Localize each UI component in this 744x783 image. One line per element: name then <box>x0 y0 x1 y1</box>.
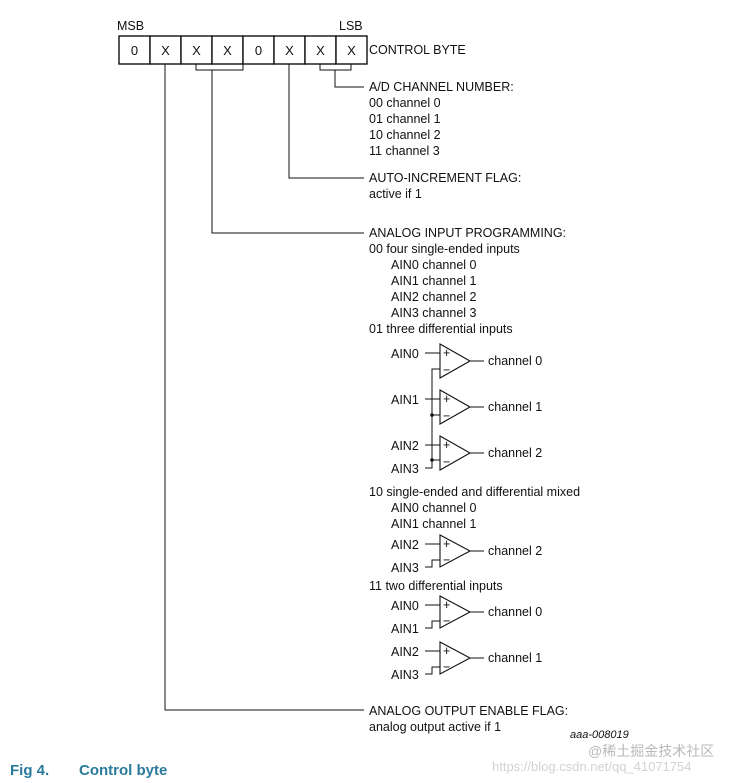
mode-01-heading: 01 three differential inputs <box>369 322 513 336</box>
mode-00-line: AIN3 channel 3 <box>391 306 477 320</box>
output-channel-label: channel 0 <box>488 354 542 368</box>
auto-increment-title: AUTO-INCREMENT FLAG: <box>369 171 521 185</box>
figure-title: Control byte <box>79 762 168 779</box>
auto-increment-section: AUTO-INCREMENT FLAG: active if 1 <box>369 171 521 201</box>
bit-values: 0 X X X 0 X X X <box>131 43 356 58</box>
bit-cell-0 <box>335 35 368 65</box>
mode-11-wires <box>425 604 484 675</box>
connector-auto-increment <box>288 64 364 179</box>
bit-cell-7 <box>118 35 151 65</box>
output-channel-label: channel 2 <box>488 544 542 558</box>
bit-3-value: 0 <box>255 43 262 58</box>
ad-channel-title: A/D CHANNEL NUMBER: <box>369 80 514 94</box>
bit-4-value: X <box>223 43 232 58</box>
minus-sign: − <box>443 614 450 628</box>
analog-input-title: ANALOG INPUT PROGRAMMING: <box>369 226 566 240</box>
mode-00-line: AIN1 channel 1 <box>391 274 477 288</box>
minus-sign: − <box>443 363 450 377</box>
mode-00-line: AIN2 channel 2 <box>391 290 477 304</box>
ain-label: AIN1 <box>391 393 419 407</box>
mode-01-wires <box>425 352 440 469</box>
op-amp-triangle <box>439 595 472 629</box>
figure-number: Fig 4. <box>10 762 50 779</box>
ad-channel-line: 00 channel 0 <box>369 96 441 110</box>
figure-reference: aaa-008019 <box>570 729 629 741</box>
figure-caption: Fig 4. Control byte <box>10 762 167 779</box>
ad-channel-line: 01 channel 1 <box>369 112 441 126</box>
bit-5-value: X <box>192 43 201 58</box>
ain-label: AIN2 <box>391 439 419 453</box>
msb-label: MSB <box>117 19 144 33</box>
mode-11-circuit: AIN0 AIN1 AIN2 AIN3 + − + − channel 0 ch… <box>391 595 542 682</box>
ain-label: AIN3 <box>391 462 419 476</box>
minus-sign: − <box>443 455 450 469</box>
mode-10-wires <box>425 543 484 568</box>
ain-label: AIN3 <box>391 668 419 682</box>
plus-sign: + <box>443 438 450 452</box>
analog-output-section: ANALOG OUTPUT ENABLE FLAG: analog output… <box>369 704 568 734</box>
control-byte-title: CONTROL BYTE <box>369 43 466 57</box>
ain-label: AIN1 <box>391 622 419 636</box>
bit-2-value: X <box>285 43 294 58</box>
mode-10-heading: 10 single-ended and differential mixed <box>369 485 580 499</box>
connector-analog-input <box>195 64 364 234</box>
op-amp-triangle <box>439 534 472 568</box>
ain-label: AIN0 <box>391 347 419 361</box>
analog-input-section: ANALOG INPUT PROGRAMMING: 00 four single… <box>369 226 580 682</box>
plus-sign: + <box>443 392 450 406</box>
mode-00-heading: 00 four single-ended inputs <box>369 242 520 256</box>
ain-label: AIN2 <box>391 538 419 552</box>
minus-sign: − <box>443 409 450 423</box>
ad-channel-line: 11 channel 3 <box>369 144 440 158</box>
wire-junction <box>430 458 434 462</box>
op-amp-triangle <box>439 641 472 675</box>
bit-cell-3 <box>242 35 275 65</box>
plus-sign: + <box>443 346 450 360</box>
mode-01-circuit: AIN0 AIN1 AIN2 AIN3 + − + − + − channel … <box>391 343 542 476</box>
ad-channel-section: A/D CHANNEL NUMBER: 00 channel 0 01 chan… <box>369 80 514 158</box>
op-amp-triangle <box>439 389 472 425</box>
output-channel-label: channel 1 <box>488 651 542 665</box>
minus-sign: − <box>443 660 450 674</box>
op-amp-outputs <box>470 360 484 454</box>
mode-10-line: AIN1 channel 1 <box>391 517 477 531</box>
op-amp-triangle <box>439 343 472 379</box>
wire-junction <box>430 413 434 417</box>
ain-label: AIN3 <box>391 561 419 575</box>
output-channel-label: channel 2 <box>488 446 542 460</box>
bit-1-value: X <box>316 43 325 58</box>
plus-sign: + <box>443 537 450 551</box>
analog-output-line: analog output active if 1 <box>369 720 501 734</box>
ain-label: AIN0 <box>391 599 419 613</box>
connector-analog-output <box>164 64 364 711</box>
bit-0-value: X <box>347 43 356 58</box>
mode-10-line: AIN0 channel 0 <box>391 501 477 515</box>
op-amp-triangle <box>439 435 472 471</box>
watermark-bottom: https://blog.csdn.net/qq_41071754 <box>492 759 692 774</box>
output-channel-label: channel 1 <box>488 400 542 414</box>
mode-11-heading: 11 two differential inputs <box>369 579 503 593</box>
minus-sign: − <box>443 553 450 567</box>
output-channel-label: channel 0 <box>488 605 542 619</box>
bit-cells <box>118 35 368 65</box>
analog-output-title: ANALOG OUTPUT ENABLE FLAG: <box>369 704 568 718</box>
bit-7-value: 0 <box>131 43 138 58</box>
bit-6-value: X <box>161 43 170 58</box>
ad-channel-line: 10 channel 2 <box>369 128 441 142</box>
watermark-top: @稀土掘金技术社区 <box>588 743 714 759</box>
connector-ad-channel <box>319 64 364 88</box>
ain-label: AIN2 <box>391 645 419 659</box>
lsb-label: LSB <box>339 19 363 33</box>
mode-00-line: AIN0 channel 0 <box>391 258 477 272</box>
plus-sign: + <box>443 598 450 612</box>
plus-sign: + <box>443 644 450 658</box>
mode-10-circuit: AIN2 AIN3 + − channel 2 <box>391 534 542 575</box>
auto-increment-line: active if 1 <box>369 187 422 201</box>
